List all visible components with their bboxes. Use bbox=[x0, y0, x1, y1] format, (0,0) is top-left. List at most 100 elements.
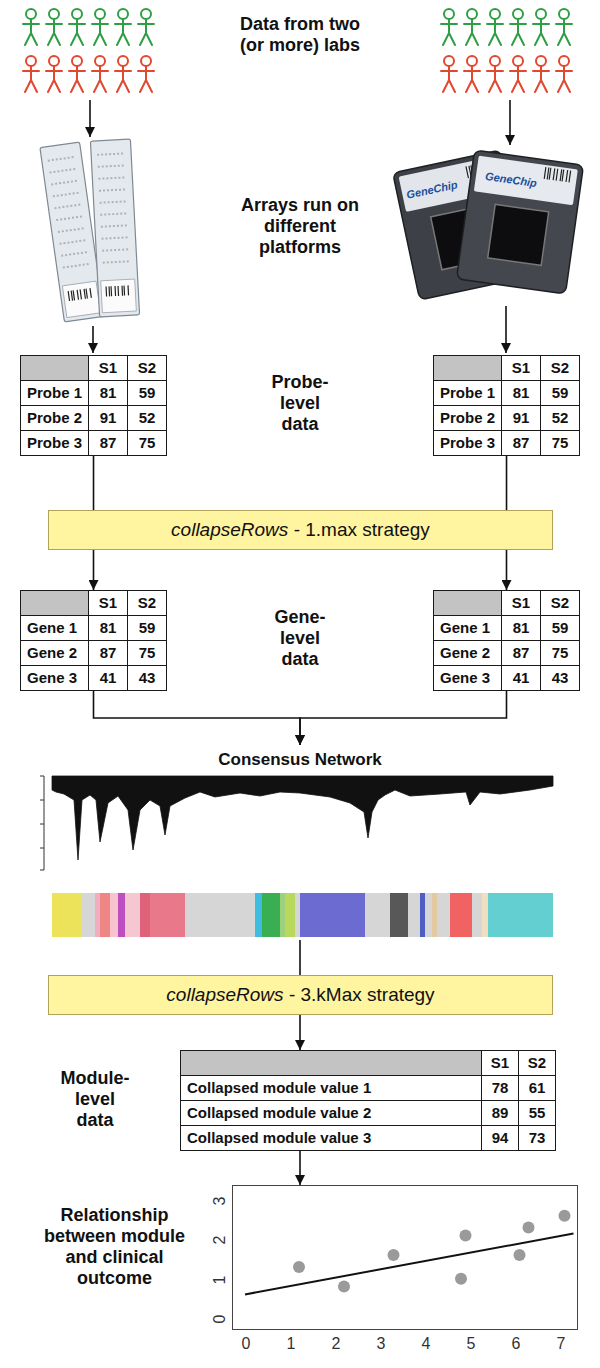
module-color bbox=[125, 893, 140, 937]
table-grid: S1S2Probe 18159Probe 29152Probe 38775 bbox=[20, 355, 167, 456]
person-icon bbox=[464, 9, 480, 45]
module-color bbox=[110, 893, 118, 937]
brand-text: GeneChip bbox=[484, 170, 537, 190]
value-cell: 87 bbox=[502, 431, 540, 455]
person-icon bbox=[556, 9, 572, 45]
module-color bbox=[82, 893, 95, 937]
connector-arrow bbox=[93, 550, 95, 590]
module-color bbox=[408, 893, 420, 937]
module-color bbox=[472, 893, 482, 937]
value-cell: 91 bbox=[502, 406, 540, 430]
axis-tick-label: 2 bbox=[211, 1236, 229, 1245]
row-label: Gene 1 bbox=[434, 616, 501, 640]
value-cell: 41 bbox=[89, 666, 127, 690]
glass-slide bbox=[90, 139, 139, 317]
module-color bbox=[420, 893, 425, 937]
slide-glass bbox=[90, 139, 139, 317]
person-icon bbox=[487, 9, 503, 45]
corner-cell bbox=[434, 591, 501, 615]
person-icon bbox=[441, 9, 457, 45]
value-cell: 52 bbox=[541, 406, 579, 430]
value-cell: 91 bbox=[89, 406, 127, 430]
process-band: collapseRows- 1.max strategy bbox=[48, 510, 553, 550]
value-cell: 43 bbox=[541, 666, 579, 690]
column-header: S2 bbox=[519, 1051, 555, 1075]
row-label: Probe 2 bbox=[434, 406, 501, 430]
module-color bbox=[488, 893, 553, 937]
connector-arrow bbox=[299, 1151, 301, 1185]
data-point bbox=[559, 1210, 571, 1222]
corner-cell bbox=[181, 1051, 481, 1075]
module-color bbox=[100, 893, 110, 937]
cartridge-label bbox=[474, 156, 578, 206]
column-header: S1 bbox=[502, 591, 540, 615]
row-label: Probe 3 bbox=[21, 431, 88, 455]
module-color bbox=[118, 893, 125, 937]
regression-line bbox=[245, 1234, 574, 1295]
person-icon bbox=[464, 56, 480, 92]
function-name: collapseRows bbox=[171, 519, 288, 541]
connector-line bbox=[93, 456, 95, 510]
slide-spots bbox=[48, 157, 91, 268]
person-icon bbox=[69, 9, 85, 45]
plot-frame: 321001234567 bbox=[232, 1185, 578, 1330]
module-color bbox=[95, 893, 100, 937]
column-header: S2 bbox=[128, 356, 166, 380]
module-color bbox=[150, 893, 185, 937]
side-label: Relationship between module and clinical… bbox=[32, 1205, 197, 1289]
value-cell: 87 bbox=[502, 641, 540, 665]
table-grid: S1S2Gene 18159Gene 28775Gene 34143 bbox=[433, 590, 580, 691]
value-cell: 75 bbox=[541, 431, 579, 455]
person-icon bbox=[46, 9, 62, 45]
axis-tick-label: 5 bbox=[467, 1335, 476, 1353]
table-grid: S1S2Gene 18159Gene 28775Gene 34143 bbox=[20, 590, 167, 691]
side-label: Arrays run on different platforms bbox=[232, 195, 368, 258]
value-cell: 59 bbox=[128, 381, 166, 405]
data-table: S1S2Gene 18159Gene 28775Gene 34143 bbox=[433, 590, 580, 691]
barcode bbox=[68, 288, 91, 301]
row-label: Probe 3 bbox=[434, 431, 501, 455]
person-icon bbox=[23, 56, 39, 92]
array-window bbox=[488, 204, 549, 265]
band-text-row: collapseRows- 1.max strategy bbox=[171, 519, 430, 541]
module-color bbox=[295, 893, 300, 937]
column-header: S1 bbox=[482, 1051, 518, 1075]
data-point bbox=[338, 1281, 350, 1293]
data-point bbox=[293, 1261, 305, 1273]
side-label: Probe-level data bbox=[261, 372, 339, 435]
module-color bbox=[140, 893, 150, 937]
connector-arrow bbox=[299, 1015, 301, 1050]
flow-arrow bbox=[92, 326, 94, 353]
module-color bbox=[437, 893, 450, 937]
connector-arrow bbox=[506, 550, 508, 590]
axis-tick-label: 7 bbox=[557, 1335, 566, 1353]
value-cell: 52 bbox=[128, 406, 166, 430]
connector-arrow bbox=[300, 691, 507, 745]
row-label: Collapsed module value 3 bbox=[181, 1126, 481, 1150]
value-cell: 59 bbox=[128, 616, 166, 640]
axis-tick-label: 3 bbox=[377, 1335, 386, 1353]
row-label: Gene 2 bbox=[21, 641, 88, 665]
barcode bbox=[106, 285, 128, 296]
row-label: Probe 2 bbox=[21, 406, 88, 430]
data-point bbox=[514, 1249, 526, 1261]
lab-members-red bbox=[23, 56, 572, 92]
person-icon bbox=[115, 9, 131, 45]
value-cell: 81 bbox=[89, 616, 127, 640]
data-table: S1S2Gene 18159Gene 28775Gene 34143 bbox=[20, 590, 167, 691]
dendrogram bbox=[40, 776, 553, 870]
strategy-text: - 3.kMax strategy bbox=[289, 984, 435, 1006]
value-cell: 61 bbox=[519, 1076, 555, 1100]
band-text-row: collapseRows- 3.kMax strategy bbox=[166, 984, 434, 1006]
value-cell: 59 bbox=[541, 381, 579, 405]
column-header: S2 bbox=[541, 591, 579, 615]
person-icon bbox=[533, 56, 549, 92]
barcode bbox=[544, 167, 570, 182]
person-icon bbox=[46, 56, 62, 92]
connector-arrow bbox=[94, 691, 301, 745]
process-band: collapseRows- 3.kMax strategy bbox=[48, 975, 553, 1015]
value-cell: 75 bbox=[128, 641, 166, 665]
person-icon bbox=[115, 56, 131, 92]
column-header: S1 bbox=[89, 591, 127, 615]
value-cell: 81 bbox=[502, 616, 540, 640]
